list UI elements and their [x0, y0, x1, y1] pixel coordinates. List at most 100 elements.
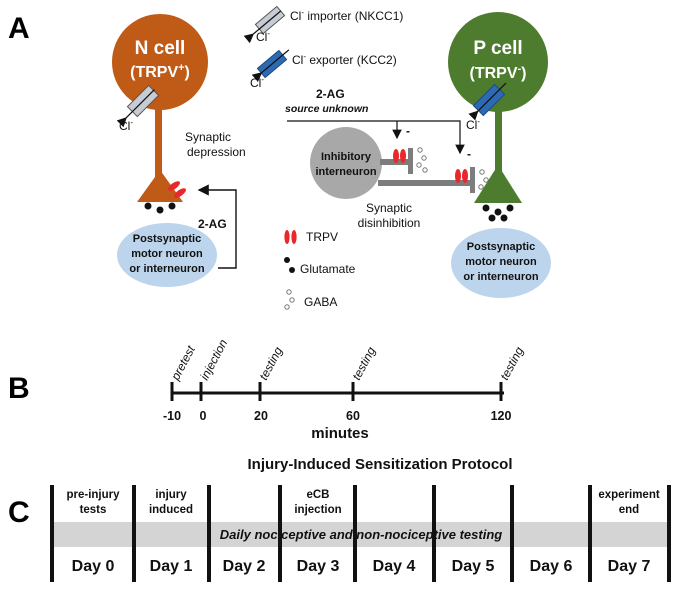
daily-testing-band	[52, 522, 670, 547]
inhibitory-terminal-1	[408, 148, 413, 174]
n-cell-body	[112, 14, 208, 110]
header-injury-1: injury	[155, 489, 187, 501]
inhibitory-axon-2	[378, 180, 471, 186]
day-label: Day 3	[297, 558, 340, 575]
synaptic-disinhibition-1: Synaptic	[366, 201, 412, 215]
inhibitory-line2: interneuron	[315, 166, 376, 178]
p-cell-terminal	[474, 165, 522, 203]
header-experiment-1: experiment	[598, 489, 660, 501]
legend-importer-label: Cl- importer (NKCC1)	[290, 8, 403, 23]
inh-trpv-2	[400, 149, 406, 163]
postsynaptic-left-line3: or interneuron	[129, 263, 204, 275]
timeline-label-testing-60: testing	[349, 344, 378, 382]
timeline-label-pretest: pretest	[168, 343, 198, 383]
p-glutamate-dot	[488, 214, 496, 222]
two-ag-left-label: 2-AG	[198, 217, 227, 231]
minus-sign-2: -	[467, 147, 471, 161]
day-label: Day 4	[373, 558, 416, 575]
retrograde-2ag-arrow	[197, 184, 237, 269]
timeline-label-testing-120: testing	[497, 344, 526, 382]
minus-sign-1: -	[406, 124, 410, 138]
protocol-title: Injury-Induced Sensitization Protocol	[247, 456, 512, 473]
p-cell-cl-label: Cl-	[466, 117, 480, 132]
postsynaptic-left-line2: motor neuron	[131, 248, 203, 260]
postsynaptic-right-line3: or interneuron	[463, 271, 538, 283]
legend-trpv-icon	[291, 230, 297, 244]
tick-label: 120	[491, 409, 512, 423]
tick-label: 20	[254, 409, 268, 423]
legend-glutamate-icon	[289, 267, 295, 273]
p-cell-axon	[495, 100, 502, 195]
legend-exporter-icon	[251, 49, 290, 83]
two-ag-top-label: 2-AG	[316, 87, 345, 101]
n-cell: N cell (TRPV+) Cl-	[112, 14, 208, 214]
postsynaptic-left	[117, 223, 217, 287]
postsynaptic-left-line1: Postsynaptic	[133, 233, 201, 245]
synaptic-disinhibition-2: disinhibition	[358, 216, 421, 230]
p-glutamate-dot	[494, 208, 502, 216]
legend-exporter-cl: Cl-	[250, 75, 264, 90]
inh-trpv-4	[462, 169, 468, 183]
day-label: Day 7	[608, 558, 651, 575]
p-cell-name: P cell	[473, 38, 522, 59]
day-dividers	[50, 485, 671, 582]
header-pre-injury-2: tests	[80, 504, 107, 516]
tick-label: -10	[163, 409, 181, 423]
panel-label-c: C	[8, 496, 30, 529]
p-glutamate-dot	[506, 204, 514, 212]
header-ecb-1: eCB	[306, 489, 329, 501]
postsynaptic-right	[451, 228, 551, 298]
day-label: Day 1	[150, 558, 193, 575]
legend-importer-icon	[243, 5, 286, 44]
p-glutamate-dot	[500, 214, 508, 222]
header-injury-2: induced	[149, 504, 193, 516]
postsynaptic-right-line2: motor neuron	[465, 256, 537, 268]
panel-label-b: B	[8, 372, 30, 405]
gaba-vesicles	[416, 147, 490, 195]
p-cell-exporter-channel	[468, 82, 507, 121]
p-cell-sub: (TRPV-)	[470, 63, 527, 82]
timeline-ticks	[170, 382, 503, 401]
legend-exporter-label: Cl- exporter (KCC2)	[292, 52, 397, 67]
n-cell-name: N cell	[135, 38, 186, 59]
day-label: Day 2	[223, 558, 266, 575]
legend-glutamate-icon	[284, 257, 290, 263]
n-trpv-2	[174, 188, 186, 198]
legend-gaba-label: GABA	[304, 295, 337, 309]
legend-trpv-icon	[284, 230, 290, 244]
tick-label: 60	[346, 409, 360, 423]
day-label: Day 6	[530, 558, 573, 575]
inhibitory-interneuron	[310, 127, 382, 199]
synaptic-depression-label-1: Synaptic	[185, 130, 231, 144]
n-glutamate-dot	[156, 206, 164, 214]
synaptic-depression-label-2: depression	[187, 145, 246, 159]
n-cell-cl-label: Cl-	[119, 118, 133, 133]
legend-glutamate-label: Glutamate	[300, 262, 356, 276]
inh-trpv-3	[455, 169, 461, 183]
axis-label-minutes: minutes	[311, 425, 369, 442]
timeline-label-testing-20: testing	[256, 344, 285, 382]
two-ag-arrow-p	[287, 120, 465, 155]
legend-importer-cl: Cl-	[256, 29, 270, 44]
n-cell-terminal	[137, 170, 183, 202]
n-glutamate-dot	[168, 202, 176, 210]
p-glutamate-dot	[482, 204, 490, 212]
header-ecb-2: injection	[294, 504, 341, 516]
postsynaptic-right-line1: Postsynaptic	[467, 241, 535, 253]
daily-testing-label: Daily nociceptive and non-nociceptive te…	[220, 527, 503, 542]
day-label: Day 0	[72, 558, 115, 575]
source-unknown-label: source unknown	[285, 103, 368, 115]
n-cell-importer-channel	[116, 84, 160, 128]
legend-trpv-label: TRPV	[306, 230, 338, 244]
timeline-label-injection: injection	[197, 337, 230, 383]
header-experiment-2: end	[619, 504, 639, 516]
n-cell-sub: (TRPV+)	[130, 62, 190, 81]
inh-trpv-1	[393, 149, 399, 163]
n-glutamate-dot	[144, 202, 152, 210]
legend-gaba-icon	[284, 289, 295, 310]
p-cell: P cell (TRPV-) Cl-	[448, 12, 548, 222]
day-label: Day 5	[452, 558, 495, 575]
n-trpv-1	[168, 181, 180, 191]
inhibitory-line1: Inhibitory	[321, 151, 372, 163]
